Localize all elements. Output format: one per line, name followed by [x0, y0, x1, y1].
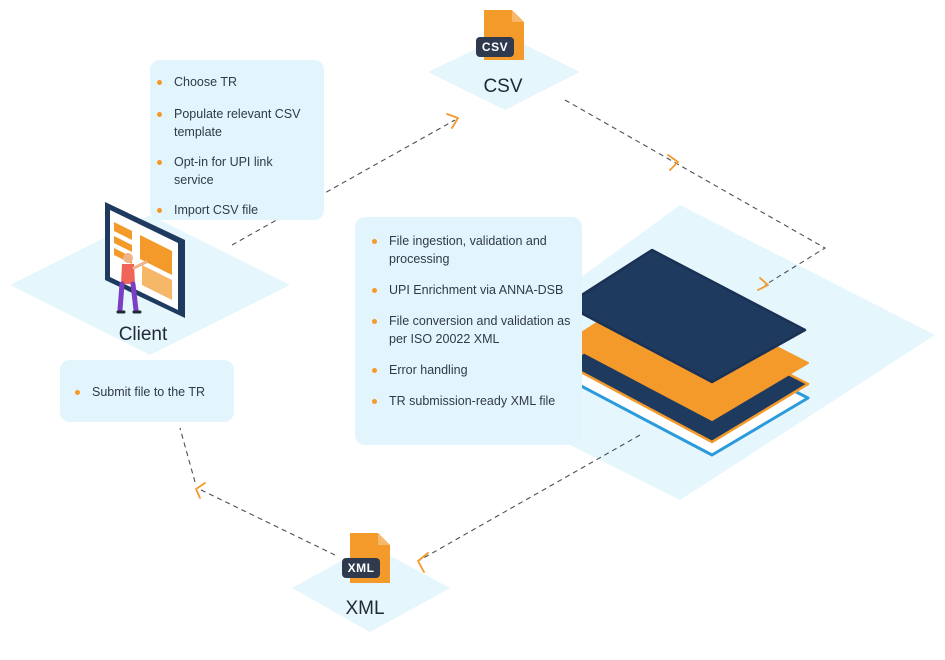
- arrow-processing-to-xml: [419, 434, 641, 561]
- arrowhead-client: [195, 482, 206, 499]
- arrow-csv-to-processing: [564, 99, 827, 286]
- processing-stack: [564, 248, 810, 457]
- submit-panel: Submit file to the TR: [60, 360, 234, 422]
- xml-tile: [292, 545, 450, 632]
- client-step-item: Opt-in for UPI link service: [150, 153, 314, 189]
- submit-step-item: Submit file to the TR: [68, 383, 224, 401]
- processing-step-item: UPI Enrichment via ANNA-DSB: [365, 281, 572, 299]
- arrowhead-processing: [757, 277, 769, 291]
- processing-steps-panel: File ingestion, validation and processin…: [355, 217, 582, 445]
- client-steps-list: Choose TR Populate relevant CSV template…: [150, 73, 314, 219]
- csv-tile: [428, 35, 580, 110]
- arrow-xml-to-client: [196, 487, 336, 556]
- processing-step-item: File ingestion, validation and processin…: [365, 232, 572, 268]
- arrow-xml-to-client-tail: [179, 427, 196, 483]
- processing-step-item: File conversion and validation as per IS…: [365, 312, 572, 348]
- csv-file-tag: CSV: [476, 37, 514, 57]
- arrowhead-xml: [417, 552, 429, 573]
- submit-steps-list: Submit file to the TR: [68, 383, 224, 401]
- client-illustration: [105, 202, 185, 318]
- client-step-item: Choose TR: [150, 73, 314, 91]
- arrow-client-to-csv: [231, 119, 456, 246]
- processing-step-item: TR submission-ready XML file: [365, 392, 572, 410]
- arrowhead-csv: [446, 113, 459, 129]
- xml-label: XML: [345, 598, 385, 619]
- csv-label: CSV: [483, 76, 523, 97]
- client-step-item: Import CSV file: [150, 201, 314, 219]
- processing-steps-list: File ingestion, validation and processin…: [365, 232, 572, 410]
- client-steps-panel: Choose TR Populate relevant CSV template…: [150, 60, 324, 220]
- processing-step-item: Error handling: [365, 361, 572, 379]
- arrowhead-mid-right: [667, 154, 679, 171]
- client-label: Client: [118, 324, 168, 345]
- xml-file-tag: XML: [342, 558, 380, 578]
- client-step-item: Populate relevant CSV template: [150, 105, 314, 141]
